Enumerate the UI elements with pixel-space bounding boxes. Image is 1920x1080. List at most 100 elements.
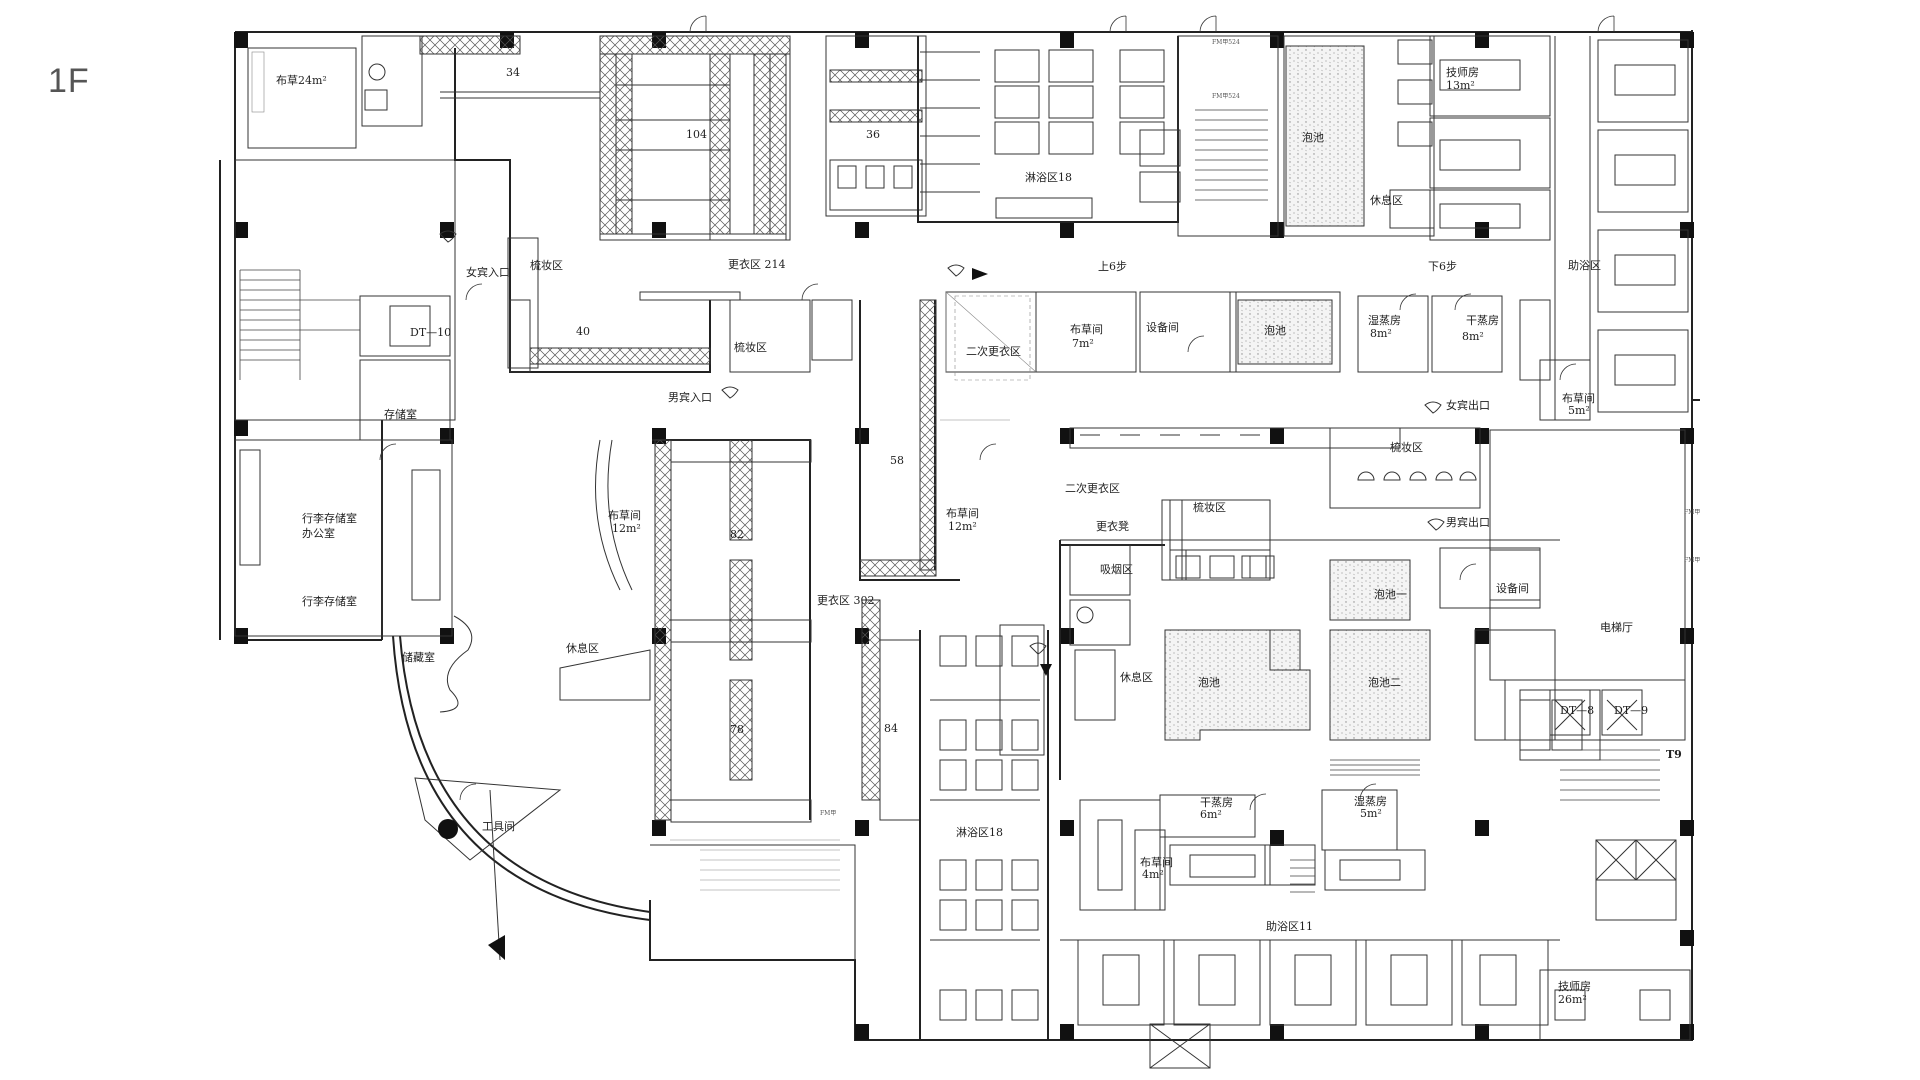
label-female-exit: 女宾出口 xyxy=(1446,398,1490,412)
label-linen-12-d: 12m² xyxy=(948,520,977,533)
labels: 布草24m² 存储室 DT—10 行李存储室 办公室 行李存储室 储藏室 工具间… xyxy=(276,39,1700,1006)
label-linen-4-a: 布草间 xyxy=(1140,856,1173,869)
female-locker-area xyxy=(419,35,927,373)
label-linen-5-a: 布草间 xyxy=(1562,392,1595,405)
pool-area-top xyxy=(1177,35,1689,420)
label-change-214: 更衣区 214 xyxy=(728,257,786,271)
label-tech-13-b: 13m² xyxy=(1446,79,1475,92)
count-104: 104 xyxy=(686,128,707,141)
label-makeup-1: 梳妆区 xyxy=(530,258,563,272)
label-tool: 工具间 xyxy=(482,820,515,833)
label-wet-5-a: 湿蒸房 xyxy=(1354,795,1387,808)
label-female-entry: 女宾入口 xyxy=(466,265,510,279)
label-shower-18-bottom: 淋浴区18 xyxy=(956,826,1003,839)
label-makeup-2: 梳妆区 xyxy=(734,340,767,354)
label-male-exit: 男宾出口 xyxy=(1446,515,1490,529)
label-dry-6-a: 干蒸房 xyxy=(1200,796,1233,809)
label-t9: T9 xyxy=(1666,748,1682,761)
label-luggage-storage: 行李存储室 xyxy=(302,594,357,608)
label-equipment-1: 设备间 xyxy=(1146,320,1179,334)
label-rest-1: 休息区 xyxy=(1370,193,1403,207)
label-linen-4-b: 4m² xyxy=(1142,868,1164,881)
door-code-5: FM甲 xyxy=(820,810,836,817)
person-icon xyxy=(721,386,739,399)
label-secondary-change-2: 二次更衣区 xyxy=(1065,481,1120,495)
label-smoking: 吸烟区 xyxy=(1100,562,1133,576)
label-male-entry: 男宾入口 xyxy=(668,390,712,404)
label-dry-8-b: 8m² xyxy=(1462,330,1484,343)
label-assist: 助浴区 xyxy=(1568,258,1601,272)
stair-up6: 上6步 xyxy=(1098,260,1127,273)
label-pool-c: 泡池 xyxy=(1198,675,1220,689)
label-wet-8-b: 8m² xyxy=(1370,327,1392,340)
label-wet-8-a: 湿蒸房 xyxy=(1368,314,1401,327)
label-dry-8-a: 干蒸房 xyxy=(1466,314,1499,327)
label-tech-13-a: 技师房 xyxy=(1446,66,1479,79)
label-rest-2: 休息区 xyxy=(1120,670,1153,684)
person-icon xyxy=(1029,642,1047,655)
label-storage: 存储室 xyxy=(384,407,417,421)
label-makeup-4: 梳妆区 xyxy=(1390,440,1423,454)
label-luggage-office-1: 行李存储室 xyxy=(302,511,357,525)
label-pool-d: 泡池一 xyxy=(1374,587,1407,601)
label-shoes: 更衣凳 xyxy=(1096,519,1129,533)
label-wet-5-b: 5m² xyxy=(1360,807,1382,820)
door-code-4: FM甲 xyxy=(1684,557,1700,564)
arrow-right-icon xyxy=(972,268,988,280)
label-linen-7-b: 7m² xyxy=(1072,337,1094,350)
door-code-1: FM甲524 xyxy=(1212,39,1240,46)
count-78: 78 xyxy=(730,723,744,736)
label-dry-6-b: 6m² xyxy=(1200,808,1222,821)
label-pool-b: 泡池 xyxy=(1264,323,1286,337)
label-makeup-3: 梳妆区 xyxy=(1193,500,1226,514)
shower-area-top xyxy=(917,36,1181,223)
label-secondary-change-1: 二次更衣区 xyxy=(966,344,1021,358)
count-34: 34 xyxy=(506,66,520,79)
outer-walls xyxy=(219,30,1700,1041)
count-36: 36 xyxy=(866,128,880,141)
label-tech-26-a: 技师房 xyxy=(1558,980,1591,993)
person-icon xyxy=(947,264,965,277)
label-storage2: 储藏室 xyxy=(402,650,435,664)
label-dt8: DT—8 xyxy=(1560,704,1594,717)
person-icon xyxy=(1427,518,1445,531)
male-locker-area xyxy=(652,439,1045,891)
door-code-3: FM甲 xyxy=(1684,509,1700,516)
label-linen-12-a: 布草间 xyxy=(608,509,641,522)
sauna-assist-south xyxy=(1060,789,1560,1069)
floor-label: 1F xyxy=(48,62,90,100)
label-linen-5-b: 5m² xyxy=(1568,404,1590,417)
label-luggage-office-2: 办公室 xyxy=(302,526,335,540)
label-shower-18-top: 淋浴区18 xyxy=(1025,171,1072,184)
mid-row-rooms xyxy=(945,291,1591,421)
door-code-2: FM甲524 xyxy=(1212,93,1240,100)
person-icons xyxy=(439,230,1445,655)
count-84: 84 xyxy=(884,722,898,735)
label-dt10: DT—10 xyxy=(410,326,451,339)
person-icon xyxy=(439,230,457,243)
label-linen-12-c: 布草间 xyxy=(946,507,979,520)
shower-area-bottom xyxy=(919,630,1049,1040)
label-equipment-2: 设备间 xyxy=(1496,581,1529,595)
arrow-down-icon xyxy=(1040,664,1052,676)
elevator-hall xyxy=(1489,429,1691,1041)
corridor xyxy=(859,295,1560,581)
pool-zone-southeast xyxy=(1059,499,1601,780)
label-tech-26-b: 26m² xyxy=(1558,993,1587,1006)
label-change-302: 更衣区 302 xyxy=(817,593,875,607)
count-58: 58 xyxy=(890,454,904,467)
structural-columns xyxy=(234,32,1694,1040)
west-wing xyxy=(234,35,651,961)
count-82: 82 xyxy=(730,528,744,541)
label-linen24: 布草24m² xyxy=(276,74,327,87)
label-pool-a: 泡池 xyxy=(1302,130,1324,144)
count-40: 40 xyxy=(576,325,590,338)
label-lounge-west: 休息区 xyxy=(566,641,599,655)
label-assist-11: 助浴区11 xyxy=(1266,919,1313,933)
label-linen-7-a: 布草间 xyxy=(1070,323,1103,336)
stair-down6: 下6步 xyxy=(1428,260,1457,273)
label-pool-e: 泡池二 xyxy=(1368,675,1401,689)
label-linen-12-b: 12m² xyxy=(612,522,641,535)
label-elevator-hall: 电梯厅 xyxy=(1600,621,1633,634)
